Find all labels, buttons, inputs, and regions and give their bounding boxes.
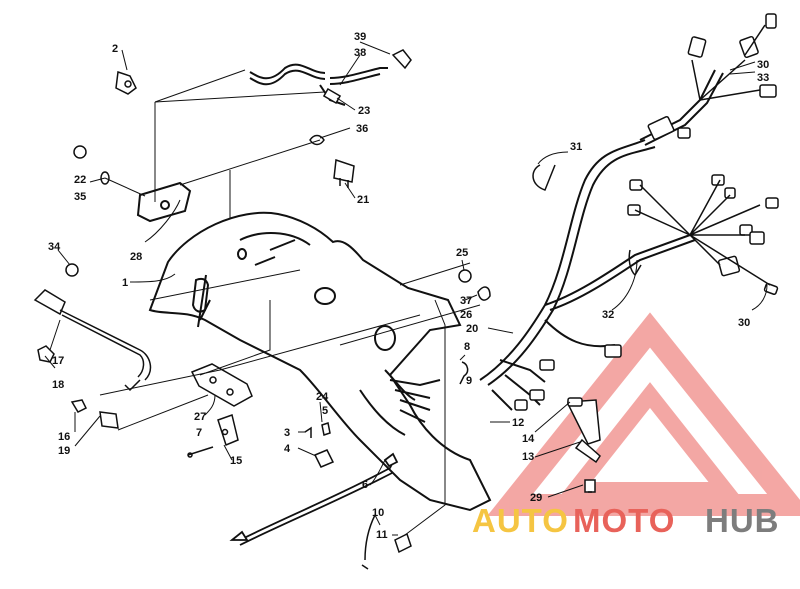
callout-15: 15 <box>230 455 242 467</box>
callout-3: 3 <box>284 427 290 439</box>
callout-35: 35 <box>74 191 86 203</box>
callout-36: 36 <box>356 123 368 135</box>
plate-27 <box>190 363 253 407</box>
screw-2 <box>115 70 137 95</box>
callout-16: 16 <box>58 431 70 443</box>
callout-2: 2 <box>112 43 118 55</box>
callout-30-bottom: 30 <box>738 317 750 329</box>
bracket-28 <box>136 181 192 223</box>
clip-39 <box>391 49 412 70</box>
callout-8: 8 <box>464 341 470 353</box>
callout-32: 32 <box>602 309 614 321</box>
callout-6: 6 <box>362 479 368 491</box>
grommet-34 <box>65 263 79 277</box>
grommet-25 <box>458 269 472 283</box>
callout-9: 9 <box>466 375 472 387</box>
callout-17: 17 <box>52 355 64 367</box>
hose-38 <box>249 63 388 106</box>
callout-10: 10 <box>372 507 384 519</box>
watermark-word-auto: AUTO <box>472 502 569 539</box>
nut-22 <box>73 145 87 159</box>
callout-39: 39 <box>354 31 366 43</box>
watermark-text: AUTO MOTO HUB <box>472 502 780 539</box>
callout-33: 33 <box>757 72 769 84</box>
callout-leaders <box>44 41 768 536</box>
callout-25: 25 <box>456 247 468 259</box>
callout-13: 13 <box>522 451 534 463</box>
clip-26 <box>477 286 491 301</box>
bracket-15 <box>217 414 239 447</box>
callout-38: 38 <box>354 47 366 59</box>
callout-34: 34 <box>48 241 61 253</box>
callout-11: 11 <box>376 529 388 541</box>
clip-9 <box>459 361 469 385</box>
callout-19: 19 <box>58 445 70 457</box>
cable-17 <box>33 289 152 392</box>
watermark-word-moto: MOTO <box>573 502 675 539</box>
screw-5 <box>321 422 331 436</box>
assembly-lines-mid <box>99 262 481 536</box>
callout-30-top: 30 <box>757 59 769 71</box>
bolt-29 <box>584 479 596 493</box>
harness-branches <box>532 24 771 286</box>
clip-3 <box>304 426 312 438</box>
callout-4: 4 <box>284 443 291 455</box>
hood-panel-1 <box>148 211 492 512</box>
callout-7: 7 <box>196 427 202 439</box>
callout-28: 28 <box>130 251 142 263</box>
cable-6 <box>229 452 399 546</box>
cable-10-11 <box>361 514 412 570</box>
callout-22: 22 <box>74 174 86 186</box>
callout-20: 20 <box>466 323 478 335</box>
callout-24: 24 <box>316 391 329 403</box>
clamp-4 <box>313 449 335 468</box>
callout-12: 12 <box>512 417 524 429</box>
callout-14: 14 <box>522 433 535 445</box>
callout-37: 37 <box>460 295 472 307</box>
switch-21 <box>333 158 355 188</box>
callout-31: 31 <box>570 141 582 153</box>
callout-27: 27 <box>194 411 206 423</box>
connector-23 <box>322 88 342 104</box>
switch-16 <box>70 399 119 429</box>
callout-18: 18 <box>52 379 64 391</box>
callout-labels: 2 39 38 23 36 21 22 35 28 1 34 17 18 16 … <box>48 31 769 541</box>
callout-21: 21 <box>357 194 369 206</box>
watermark-word-hub: HUB <box>705 502 780 539</box>
pin-7 <box>187 446 214 458</box>
callout-1: 1 <box>122 277 128 289</box>
callout-26: 26 <box>460 309 472 321</box>
callout-5: 5 <box>322 405 328 417</box>
callout-23: 23 <box>358 105 370 117</box>
callout-29: 29 <box>530 492 542 504</box>
